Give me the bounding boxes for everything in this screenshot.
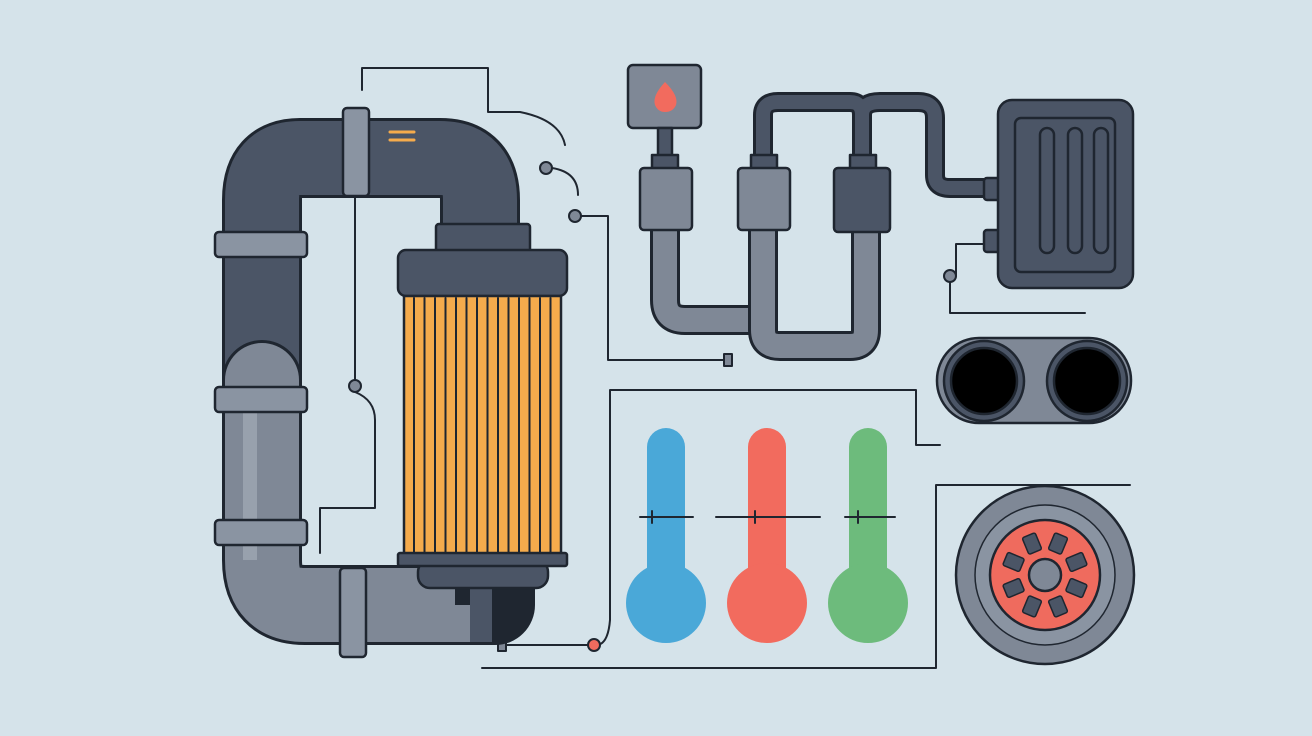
pipe-collar [341, 106, 371, 198]
brake-disc [954, 484, 1136, 666]
pipe-collar [213, 385, 309, 414]
disc-vent [1021, 595, 1043, 618]
disc-vent [1002, 577, 1025, 599]
disc-vent [1021, 532, 1043, 555]
thermometer-normal [828, 428, 908, 643]
disc-vent [1047, 532, 1069, 555]
indicator-mark [388, 130, 416, 142]
main-pipe [213, 106, 535, 659]
pipe-collar [338, 566, 368, 659]
oil-filter [396, 222, 569, 590]
disc-vent [1002, 551, 1025, 573]
disc-vent [1065, 577, 1088, 599]
disc-vent [1047, 595, 1069, 618]
flame-sensor [626, 63, 1000, 361]
disc-vent [1065, 551, 1088, 573]
thermometer-cold [626, 428, 706, 643]
flame-icon [654, 82, 677, 112]
radiator [982, 98, 1135, 290]
pipe-collar [213, 230, 309, 259]
wires [319, 67, 1131, 669]
pipe-collar [213, 518, 309, 547]
thermometer-hot [715, 428, 821, 643]
double-exhaust [935, 336, 1133, 425]
